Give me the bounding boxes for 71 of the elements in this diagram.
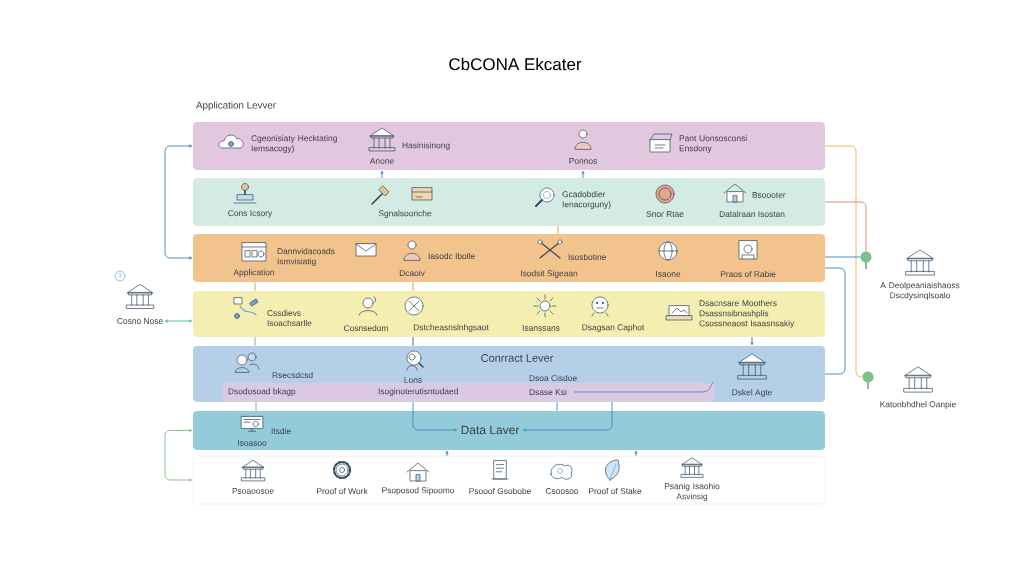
arrow	[522, 401, 613, 432]
item-label: Snor Rtae	[646, 211, 684, 217]
layer-title: Application Levver	[196, 101, 276, 111]
pin-marker	[862, 371, 874, 390]
item-label: Rsecsdcsd	[272, 371, 313, 379]
item-label: Ponnos	[569, 158, 597, 164]
item-label: Csoosoo	[545, 488, 579, 494]
connector-line	[824, 267, 846, 375]
connector-line	[824, 145, 863, 378]
item-label: Dsoa Cisdoe	[529, 374, 577, 382]
item-label: Isosbotine	[568, 253, 606, 261]
item-label: Psooof Gsobobe	[469, 487, 531, 495]
arrow	[445, 450, 449, 457]
item-label: Cssdievs Isoachsarlle	[267, 309, 312, 327]
item-label: Praos of Rabie	[720, 270, 776, 278]
arrow	[164, 428, 193, 482]
arrow	[164, 319, 193, 323]
item-label: Datalraan Isostan	[719, 210, 785, 218]
pin-marker	[860, 251, 872, 270]
connector-line	[254, 336, 256, 347]
item-label: Isanssans	[522, 325, 560, 331]
item-label: Psoaoosoe	[232, 488, 274, 494]
icon-caption: Katonbhdhel Oanpie	[880, 401, 956, 409]
item-label: Itsdie	[271, 427, 291, 435]
connector-line	[412, 336, 414, 347]
item-label: Dannvidacoads Ismvisiatig	[277, 248, 335, 266]
arrow	[164, 144, 193, 260]
item-label: Isoasoo	[238, 440, 267, 446]
connector-line	[255, 401, 257, 412]
item-label: Cons Icsory	[228, 210, 273, 218]
item-label: Proof of Work	[317, 487, 368, 495]
item-label: Application	[233, 269, 274, 277]
item-label: Sgnalsoonche	[378, 210, 432, 218]
item-label: Lons	[404, 377, 422, 383]
item-label: Isodsit Sigeaan	[521, 270, 578, 278]
connector-line	[557, 225, 559, 235]
item-label: Dsase Ksi	[529, 388, 567, 396]
layer-title: Conrract Lever	[481, 354, 554, 362]
arrow	[380, 170, 384, 179]
connector-line	[824, 201, 867, 252]
item-label: Anone	[369, 158, 394, 164]
item-label: Cosnsedom	[344, 324, 388, 332]
item-label: Dsagsan Caphot	[582, 324, 645, 332]
item-label: Iasodc Ibolle	[428, 252, 475, 260]
item-label: Dskel Agte	[732, 389, 772, 397]
connector-line	[824, 256, 861, 258]
connector-line	[556, 401, 558, 412]
item-label: Isaone	[656, 271, 681, 277]
item-label: Dsodosoad bkagp	[228, 388, 296, 396]
item-label: Hasinisinong	[402, 142, 450, 150]
item-label: Dstcheasnslnhgsaot	[413, 324, 489, 332]
arrow	[634, 450, 638, 457]
item-label: Bsoooter	[752, 192, 786, 198]
item-label: Psoposod Sipoomo	[382, 487, 455, 495]
item-label: Dsacnsare Moothers Dsassnsibnashplis Csossneaost Isaasnsakiy	[699, 300, 795, 328]
diagram-title: CbCONA Ekcater	[449, 57, 582, 71]
arrow	[412, 401, 458, 432]
arrow	[581, 170, 585, 179]
connector-line	[412, 281, 414, 292]
item-label: Psanig Isaohio Asvinsig	[664, 483, 720, 501]
layer-title: Data Laver	[461, 425, 520, 435]
item-label: Gcadobdier Ienacorguny)	[562, 191, 611, 209]
item-label: Proof of Stake	[589, 487, 642, 495]
item-label: Pant Uonsosconsi Ensdony	[679, 135, 747, 153]
item-label: Cgeonisiaty Hecktating Iemsacogy)	[251, 135, 337, 153]
item-label: Dcaoiv	[399, 269, 425, 277]
icon-caption: Cosno Nose	[117, 318, 163, 324]
connector-line	[254, 281, 256, 292]
arrow	[750, 336, 754, 346]
icon-caption: A Deolpeaniaishaoss Dscdysinqlsoalo	[880, 282, 960, 300]
item-label: Isoginoterutisntodaed	[378, 388, 458, 396]
